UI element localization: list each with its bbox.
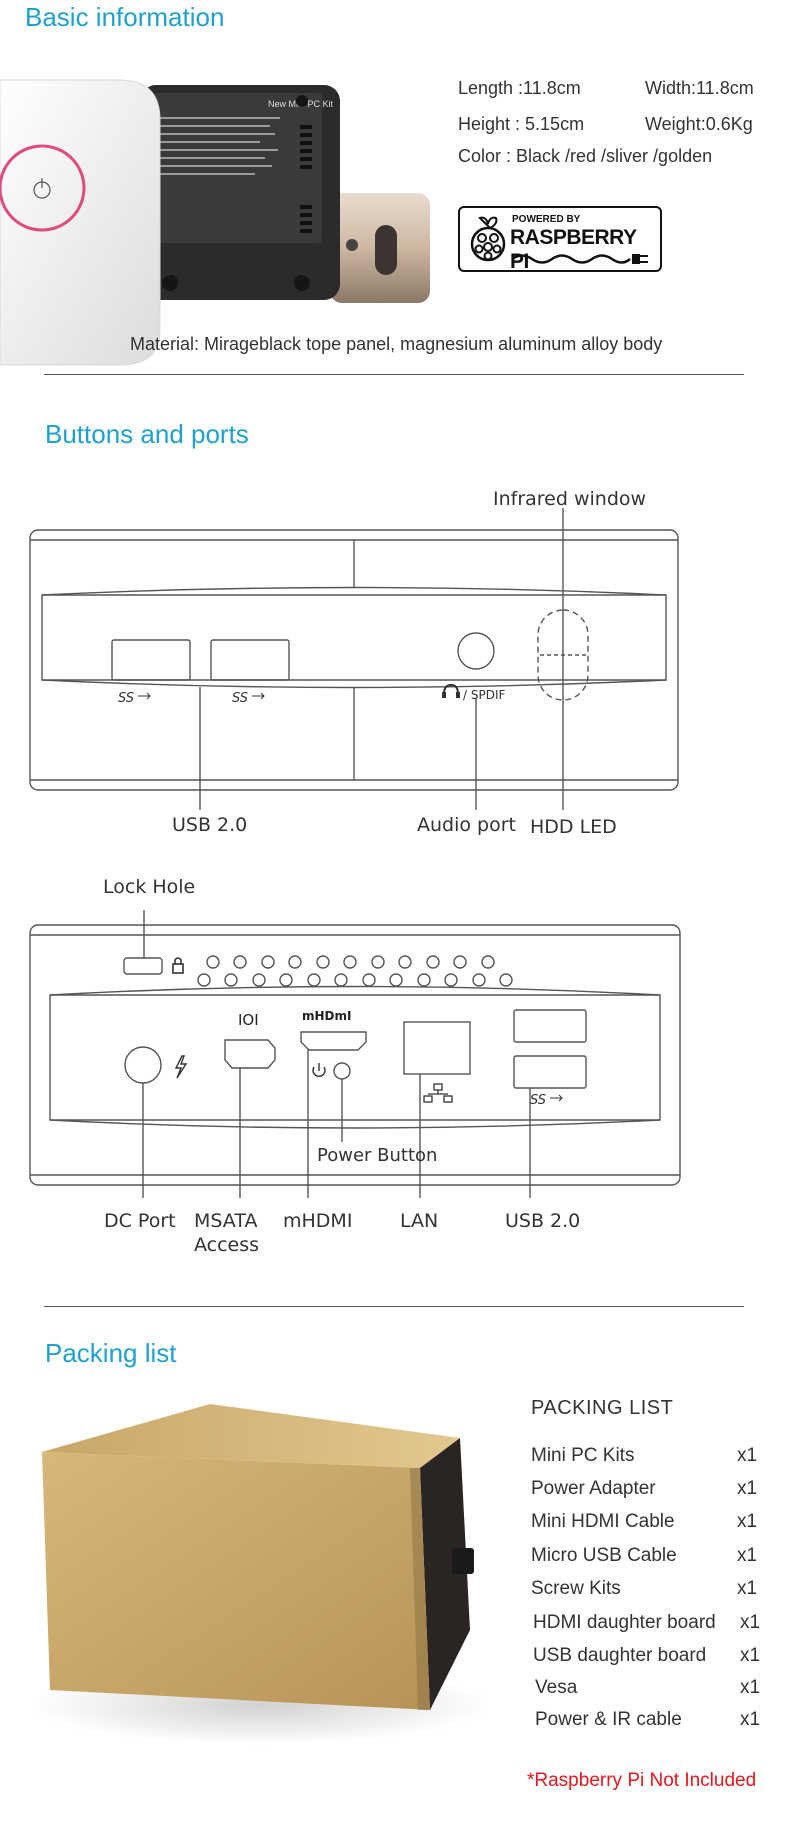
back-panel-diagram: IOI mHDmI SS	[29, 910, 681, 1198]
packing-heading: PACKING LIST	[531, 1397, 674, 1419]
mhdmi-mark: mHDmI	[302, 1009, 351, 1023]
label-hdd-led: HDD LED	[530, 816, 617, 838]
label-msata: MSATA	[194, 1210, 258, 1232]
usb-ss-icon: SS	[232, 691, 248, 706]
label-infrared-window: Infrared window	[493, 488, 647, 510]
box-top	[42, 1404, 460, 1468]
white-unit	[0, 79, 161, 366]
back-usb-port-2	[513, 1055, 587, 1089]
divider-2	[44, 1306, 744, 1307]
back-usb-port-1	[513, 1009, 587, 1043]
spec-height: Height : 5.15cm	[458, 114, 585, 134]
label-audio-port: Audio port	[417, 814, 516, 836]
box-front	[42, 1452, 430, 1710]
dc-port	[124, 1046, 162, 1084]
raspberry-not-included-note: *Raspberry Pi Not Included	[527, 1770, 757, 1791]
product-photo: New Mini PC Kit	[0, 79, 430, 366]
power-ring	[0, 144, 86, 232]
network-icon	[423, 1083, 453, 1103]
packing-qty: x1	[740, 1645, 761, 1666]
material-text: Material: Mirageblack tope panel, magnes…	[130, 334, 663, 354]
power-plug-icon	[174, 1055, 188, 1079]
packing-qty: x1	[737, 1511, 758, 1532]
box-pull-tab	[452, 1548, 474, 1574]
headphone-icon	[443, 683, 459, 695]
packing-qty: x1	[737, 1545, 758, 1566]
spec-color: Color : Black /red /sliver /golden	[458, 146, 713, 166]
packing-qty: x1	[740, 1612, 761, 1633]
front-usb-port-1	[111, 639, 191, 681]
label-power-button: Power Button	[317, 1145, 438, 1166]
packing-item: HDMI daughter board	[533, 1612, 716, 1633]
label-msata-access: Access	[194, 1234, 260, 1256]
msata-port	[224, 1039, 276, 1069]
raspberry-pi-badge: POWERED BY RASPBERRY PI	[458, 206, 662, 273]
power-button	[333, 1062, 351, 1080]
lock-hole	[123, 957, 163, 975]
badge-wave-icon	[511, 254, 648, 264]
spdif-mark: / SPDIF	[463, 688, 505, 702]
label-dc-port: DC Port	[104, 1210, 176, 1232]
usb-ss-icon: SS	[118, 691, 134, 706]
basic-info-title: Basic information	[25, 2, 225, 32]
spec-width: Width:11.8cm	[645, 78, 754, 98]
packing-item: Mini HDMI Cable	[531, 1511, 675, 1532]
badge-powered-by: POWERED BY	[512, 214, 581, 225]
msata-mark: IOI	[238, 1011, 259, 1029]
packing-qty: x1	[737, 1478, 758, 1499]
box-photo	[30, 1404, 490, 1745]
spec-weight: Weight:0.6Kg	[645, 114, 753, 134]
label-lock-hole: Lock Hole	[103, 876, 196, 898]
usb-ss-icon: SS	[530, 1093, 546, 1108]
label-mhdmi: mHDMI	[283, 1210, 353, 1232]
packing-qty: x1	[740, 1677, 761, 1698]
packing-item: Vesa	[535, 1677, 578, 1698]
raspberry-logo-icon	[470, 216, 506, 262]
vent-holes	[197, 955, 513, 987]
padlock-icon	[172, 957, 184, 974]
packing-qty: x1	[737, 1445, 758, 1466]
label-back-usb: USB 2.0	[505, 1210, 581, 1232]
buttons-ports-title: Buttons and ports	[45, 419, 249, 449]
front-usb-port-2	[210, 639, 290, 681]
spec-length: Length :11.8cm	[458, 78, 581, 98]
packing-list-title: Packing list	[45, 1338, 177, 1368]
badge-raspberry-pi: RASPBERRY PI	[510, 226, 637, 273]
packing-item: USB daughter board	[533, 1645, 707, 1666]
box-drawer	[420, 1438, 470, 1710]
packing-item: Micro USB Cable	[531, 1545, 677, 1566]
packing-qty: x1	[740, 1709, 761, 1730]
power-symbol-icon	[312, 1063, 326, 1077]
packing-item: Power Adapter	[531, 1478, 656, 1499]
packing-item: Mini PC Kits	[531, 1445, 635, 1466]
divider-1	[44, 374, 744, 375]
packing-item: Screw Kits	[531, 1578, 621, 1599]
mhdmi-port	[300, 1031, 367, 1051]
audio-jack	[457, 632, 495, 670]
lan-port	[403, 1021, 471, 1075]
packing-item: Power & IR cable	[535, 1709, 682, 1730]
label-front-usb: USB 2.0	[172, 814, 248, 836]
label-lan: LAN	[400, 1210, 439, 1232]
packing-qty: x1	[737, 1578, 758, 1599]
front-panel-diagram: SS SS / SPDIF	[29, 508, 679, 810]
